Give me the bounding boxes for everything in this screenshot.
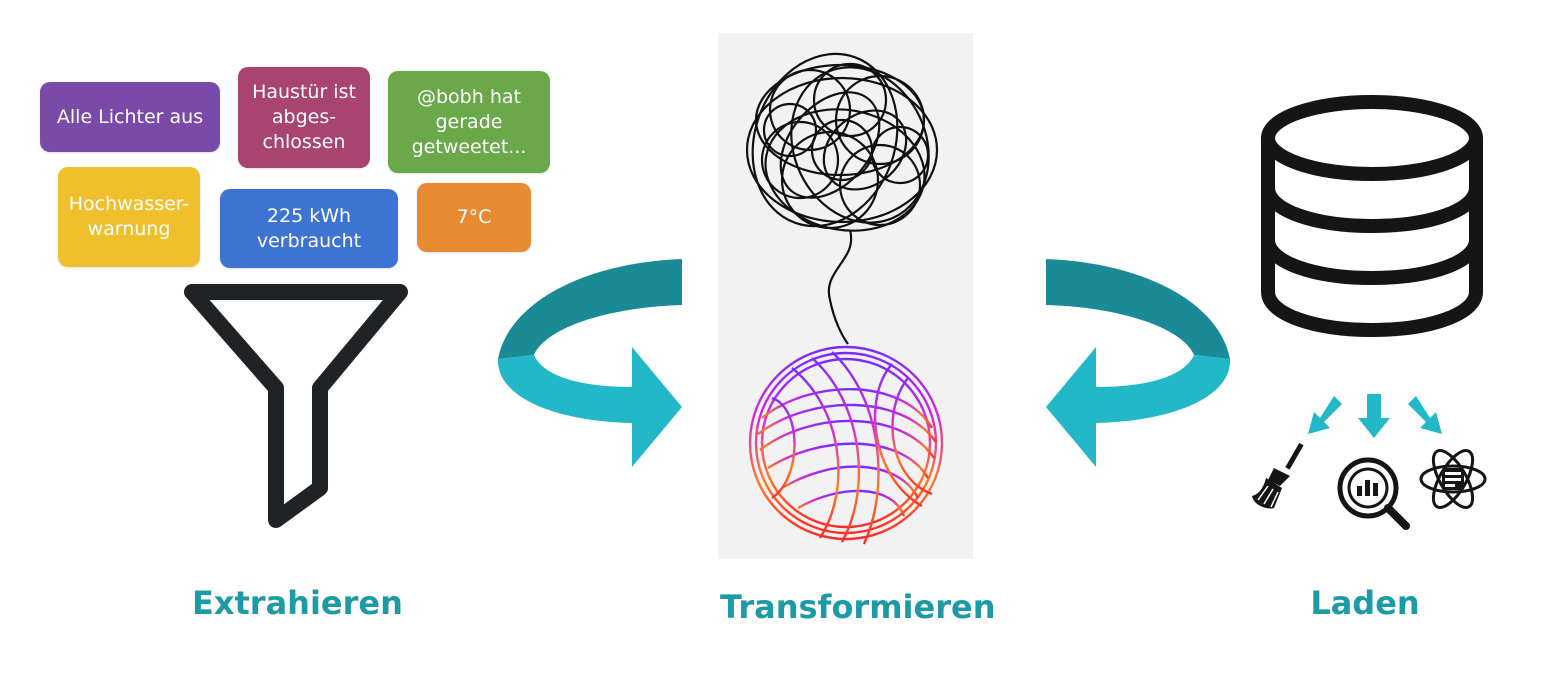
- message-lights-off: Alle Lichter aus: [40, 82, 220, 152]
- message-tweet: @bobh hat gerade getweetet...: [388, 71, 550, 173]
- funnel-icon: [184, 284, 408, 528]
- message-door-locked: Haustür ist abges- chlossen: [238, 67, 370, 168]
- extract-label: Extrahieren: [192, 584, 403, 622]
- curved-arrow-right: [1046, 259, 1231, 467]
- load-label: Laden: [1310, 584, 1420, 622]
- broom-icon: [1252, 442, 1304, 509]
- yarn-ball-icon: [748, 345, 944, 545]
- message-energy-usage: 225 kWh verbraucht: [220, 189, 398, 268]
- message-flood-warning: Hochwasser- warnung: [58, 167, 200, 267]
- tangled-thread-icon: [745, 52, 939, 345]
- atom-icon: [1419, 449, 1487, 509]
- database-icon: [1261, 95, 1483, 338]
- branch-arrows: [1308, 394, 1442, 438]
- message-temperature: 7°C: [417, 183, 531, 252]
- curved-arrow-left: [497, 259, 682, 467]
- magnifier-chart-icon: [1337, 457, 1410, 530]
- transform-label: Transformieren: [720, 588, 996, 626]
